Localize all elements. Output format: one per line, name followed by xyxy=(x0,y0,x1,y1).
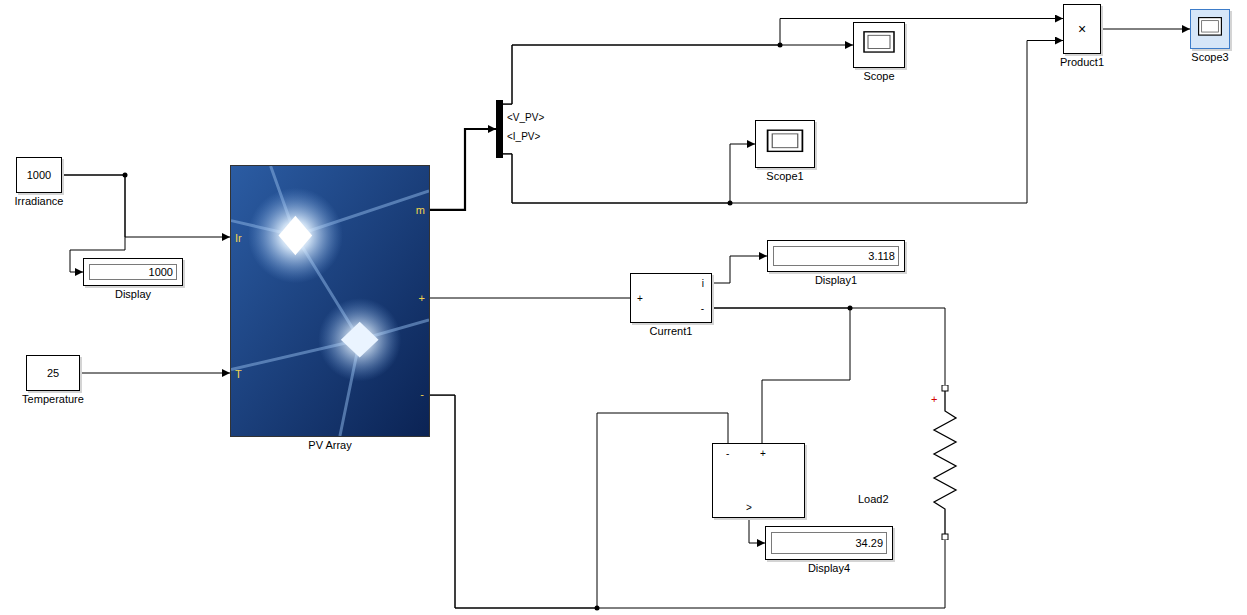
icon-part xyxy=(341,322,379,358)
port-label: <I_PV> xyxy=(507,130,540,143)
icon-part xyxy=(231,166,429,436)
display-field: 3.118 xyxy=(773,246,899,266)
block-name: Current1 xyxy=(650,325,693,338)
pv-array-block: IrTm+-PV Array xyxy=(230,165,430,437)
physical-wire xyxy=(430,395,728,608)
block-icon xyxy=(854,23,904,67)
scope-block: Scope1 xyxy=(755,120,815,168)
icon-part xyxy=(942,534,948,540)
port-label: - xyxy=(420,388,424,401)
port-label: + xyxy=(760,447,766,460)
voltage-measurement: - + > xyxy=(712,443,805,518)
block-icon xyxy=(756,121,814,167)
signal-line xyxy=(1101,29,1190,30)
port-label: - xyxy=(701,302,704,315)
scope-block: Scope3 xyxy=(1190,9,1230,49)
icon-part xyxy=(772,134,798,148)
port-label: m xyxy=(416,204,425,217)
port-label: + xyxy=(931,393,937,406)
bus-selector: <V_PV><I_PV> xyxy=(496,100,503,158)
port-label: 25 xyxy=(47,367,59,380)
block-face: × xyxy=(1064,5,1100,53)
port-label: + xyxy=(419,292,425,305)
signal-line xyxy=(503,144,755,203)
block-name: Scope3 xyxy=(1191,51,1228,64)
port-label: > xyxy=(746,501,752,514)
block-name: PV Array xyxy=(308,439,351,452)
product-block: ×Product1 xyxy=(1063,4,1101,54)
icon-part xyxy=(868,35,890,48)
icon-part xyxy=(934,391,956,534)
block-name: Display1 xyxy=(815,274,857,287)
scope-block: Scope xyxy=(853,22,905,68)
port-label: i xyxy=(702,277,704,290)
constant-block: 1000Irradiance xyxy=(16,157,62,193)
signal-line xyxy=(503,41,1063,204)
port-label: + xyxy=(637,292,643,305)
icon-part xyxy=(318,298,401,381)
port-label: <V_PV> xyxy=(507,111,544,124)
signal-line xyxy=(430,129,496,210)
block-face: 25 xyxy=(27,356,79,390)
signal-line xyxy=(62,175,230,237)
display-value: 34.29 xyxy=(855,537,883,550)
port-label: Load2 xyxy=(858,493,889,506)
physical-wire xyxy=(712,308,850,443)
icon-part xyxy=(231,166,429,436)
port-label: 1000 xyxy=(27,169,51,182)
physical-wire xyxy=(430,395,945,608)
port-label: × xyxy=(1078,23,1086,36)
display-block: 1000Display xyxy=(83,258,183,286)
display-field: 34.29 xyxy=(771,532,887,554)
port-label: T xyxy=(235,368,242,381)
block-name: Irradiance xyxy=(15,195,64,208)
display-value: 3.118 xyxy=(868,250,895,263)
block-icon xyxy=(930,385,960,540)
icon-part xyxy=(942,385,948,391)
signal-line xyxy=(503,45,853,104)
icon-part xyxy=(248,188,343,283)
constant-block: 25Temperature xyxy=(26,355,80,391)
block-name: Display xyxy=(115,288,151,301)
physical-wire xyxy=(430,298,630,299)
block-name: Scope xyxy=(863,70,894,83)
icon-part xyxy=(1199,18,1222,35)
block-name: Temperature xyxy=(22,393,84,406)
signal-line xyxy=(749,518,765,543)
current-measurement: +i-Current1 xyxy=(630,273,712,323)
signal-line xyxy=(503,19,1063,105)
block-name: Product1 xyxy=(1060,56,1104,69)
icon-part xyxy=(1202,21,1219,32)
resistor-symbol: +Load2 xyxy=(930,385,960,540)
block-icon xyxy=(231,166,429,436)
display-block: 34.29Display4 xyxy=(765,526,893,560)
icon-part xyxy=(279,216,313,256)
signal-line xyxy=(712,256,767,283)
icon-part xyxy=(864,32,894,52)
display-block: 3.118Display1 xyxy=(767,240,905,272)
display-field: 1000 xyxy=(89,264,177,280)
block-icon xyxy=(1191,10,1229,48)
physical-wire xyxy=(712,308,945,385)
icon-part xyxy=(768,130,803,151)
signal-line xyxy=(80,373,230,374)
block-name: Display4 xyxy=(808,562,850,575)
block-name: Scope1 xyxy=(766,170,803,183)
display-value: 1000 xyxy=(149,266,173,279)
port-label: - xyxy=(726,447,729,460)
block-face: 1000 xyxy=(17,158,61,192)
port-label: Ir xyxy=(235,232,242,245)
